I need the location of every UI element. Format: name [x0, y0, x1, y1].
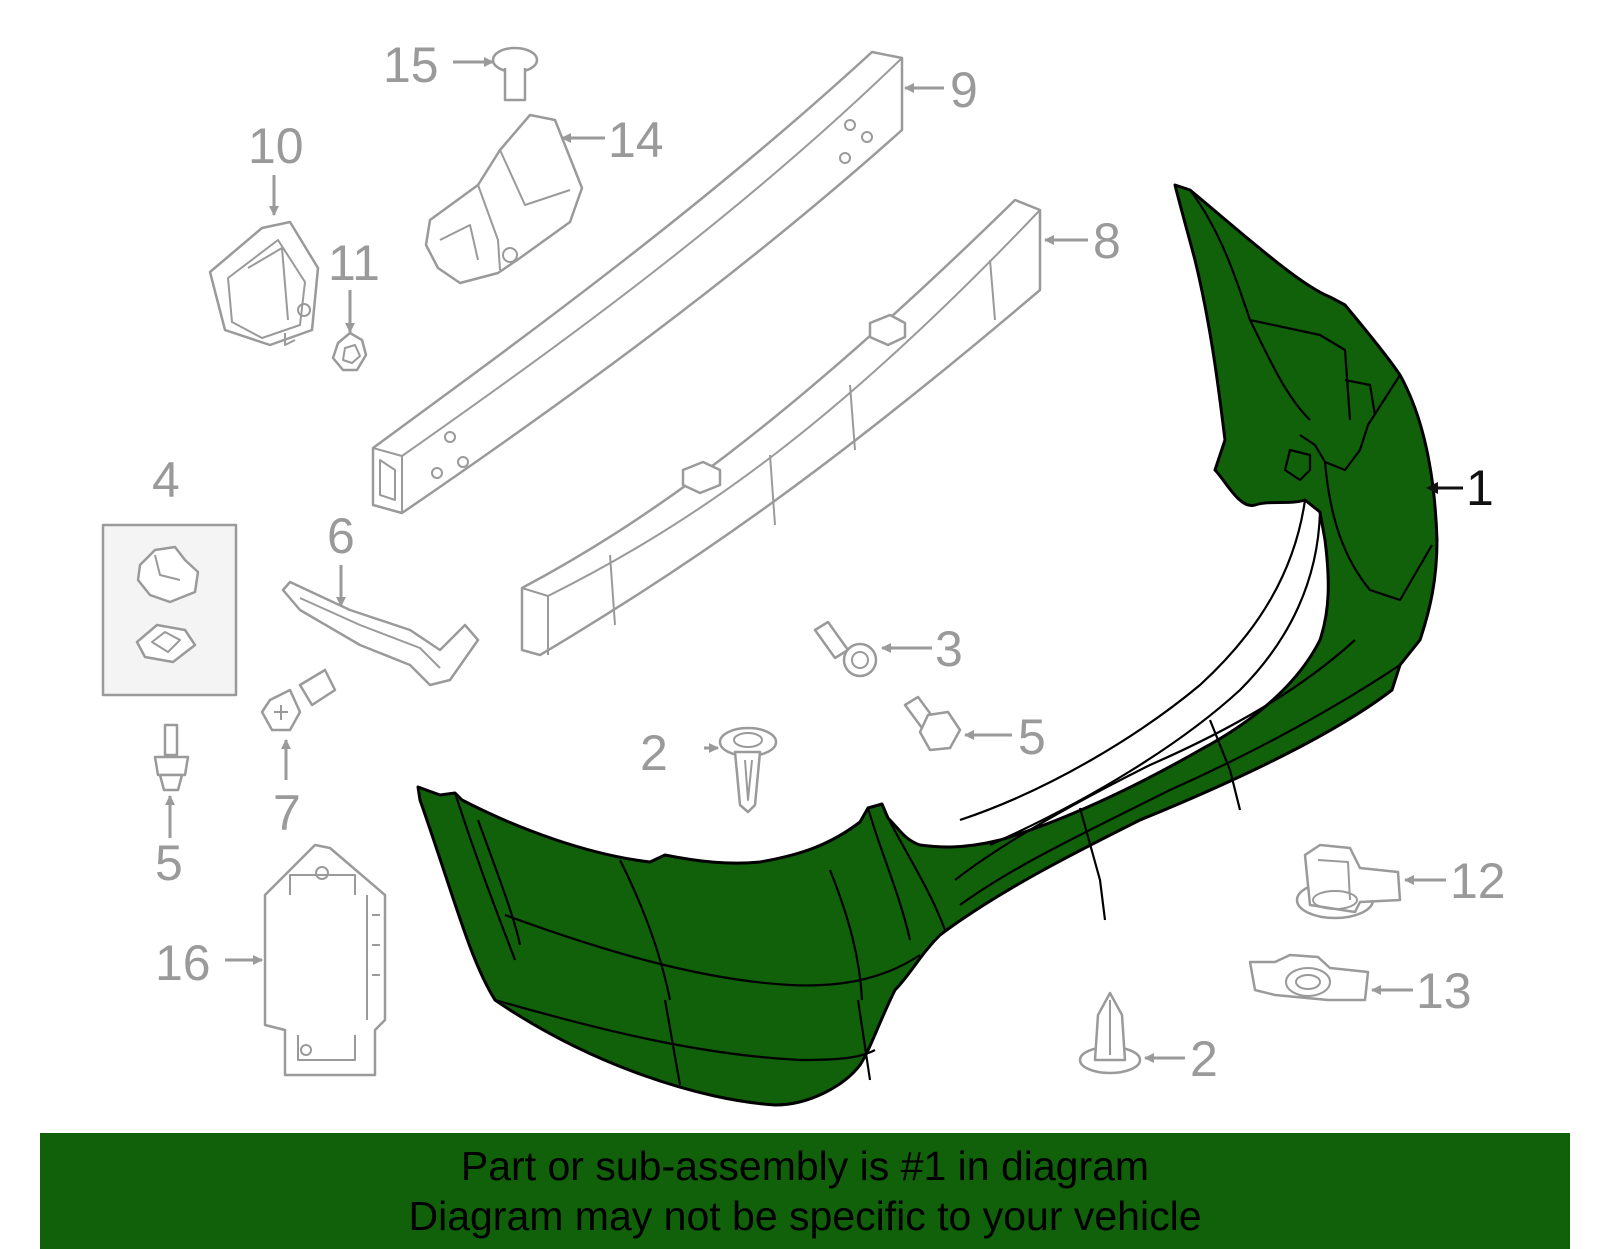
part-5-bolt-center[interactable]: [903, 695, 962, 752]
part-9-bumper-reinforcement[interactable]: [371, 50, 904, 515]
part-6-bracket[interactable]: [281, 580, 480, 687]
part-12-parking-sensor[interactable]: [1295, 843, 1402, 920]
part-4-retainer-kit[interactable]: [101, 523, 238, 697]
callout-arrows: [165, 57, 1463, 1063]
part-10-bracket[interactable]: [208, 220, 320, 347]
callout-7: 7: [273, 785, 301, 841]
callout-5-left: 5: [155, 835, 183, 891]
banner-line-1: Part or sub-assembly is #1 in diagram: [460, 1143, 1150, 1189]
callout-2-right: 2: [1190, 1031, 1218, 1087]
part-3-bolt[interactable]: [813, 620, 878, 678]
callout-8: 8: [1093, 213, 1121, 269]
part-2-push-pin-center[interactable]: [718, 726, 778, 814]
callout-9: 9: [950, 62, 978, 118]
callout-13: 13: [1416, 963, 1472, 1019]
part-16-control-module[interactable]: [263, 843, 387, 1077]
part-1-bumper-cover[interactable]: [416, 183, 1439, 1107]
callout-15: 15: [383, 37, 439, 93]
part-5-bolt-left[interactable]: [153, 723, 190, 792]
disclaimer-banner: Part or sub-assembly is #1 in diagram Di…: [40, 1133, 1570, 1249]
part-8-energy-absorber[interactable]: [520, 198, 1042, 657]
callout-11: 11: [328, 235, 380, 291]
callout-6: 6: [327, 508, 355, 564]
callout-labels: 1 2 2 3 4 5 5 6 7 8 9 10 11 12 13 14 15 …: [152, 37, 1506, 1087]
callout-3: 3: [935, 621, 963, 677]
callout-5-center: 5: [1018, 709, 1046, 765]
part-15-clip[interactable]: [491, 46, 539, 102]
part-13-sensor-retainer[interactable]: [1248, 953, 1370, 1002]
part-14-bracket[interactable]: [424, 113, 584, 285]
callout-14: 14: [608, 112, 664, 168]
callout-16: 16: [155, 935, 211, 991]
callout-1: 1: [1466, 460, 1494, 516]
callout-10: 10: [248, 118, 304, 174]
banner-line-2: Diagram may not be specific to your vehi…: [408, 1193, 1202, 1239]
part-11-nut[interactable]: [331, 331, 368, 372]
part-2-push-pin-right[interactable]: [1078, 991, 1142, 1075]
callout-2-center: 2: [640, 725, 668, 781]
callout-4: 4: [152, 452, 180, 508]
part-7-screw[interactable]: [260, 668, 337, 732]
callout-12: 12: [1450, 853, 1506, 909]
